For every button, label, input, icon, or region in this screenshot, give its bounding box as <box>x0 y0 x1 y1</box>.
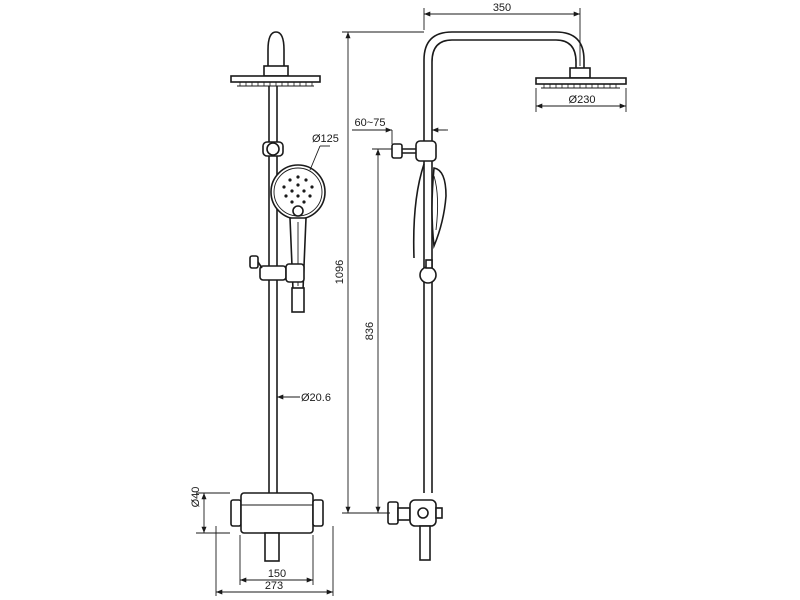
dim-overhead-diameter: Ø230 <box>569 94 596 106</box>
front-dimensions <box>196 145 334 596</box>
dim-wall-offset: 60~75 <box>355 117 386 129</box>
dim-total-height: 1096 <box>334 260 346 284</box>
side-valve <box>387 499 443 561</box>
dim-valve-body-diameter: Ø40 <box>190 487 202 508</box>
side-overhead-shower <box>535 67 627 89</box>
side-view <box>387 31 627 561</box>
side-dimensions <box>342 8 627 514</box>
side-hand-shower <box>412 163 447 259</box>
front-view <box>230 31 326 562</box>
side-wall-bracket <box>391 140 437 162</box>
front-hand-shower <box>270 164 326 313</box>
dim-hand-shower-diameter: Ø125 <box>312 133 339 145</box>
dim-pipe-diameter: Ø20.6 <box>301 392 331 404</box>
dim-inlet-centres: 150 <box>268 568 286 580</box>
front-overhead-shower <box>230 31 321 87</box>
front-slide-bracket <box>249 255 305 283</box>
dim-valve-height: 836 <box>364 322 376 340</box>
front-thermostatic-valve <box>230 492 324 562</box>
dimension-labels: 350 Ø230 60~75 Ø125 1096 836 Ø20.6 Ø40 1… <box>190 2 595 592</box>
side-shower-arm <box>423 31 585 493</box>
side-slider-knob <box>419 259 437 284</box>
dim-arm-reach: 350 <box>493 2 511 14</box>
dim-valve-width: 273 <box>265 580 283 592</box>
front-riser-pipe <box>262 86 284 493</box>
